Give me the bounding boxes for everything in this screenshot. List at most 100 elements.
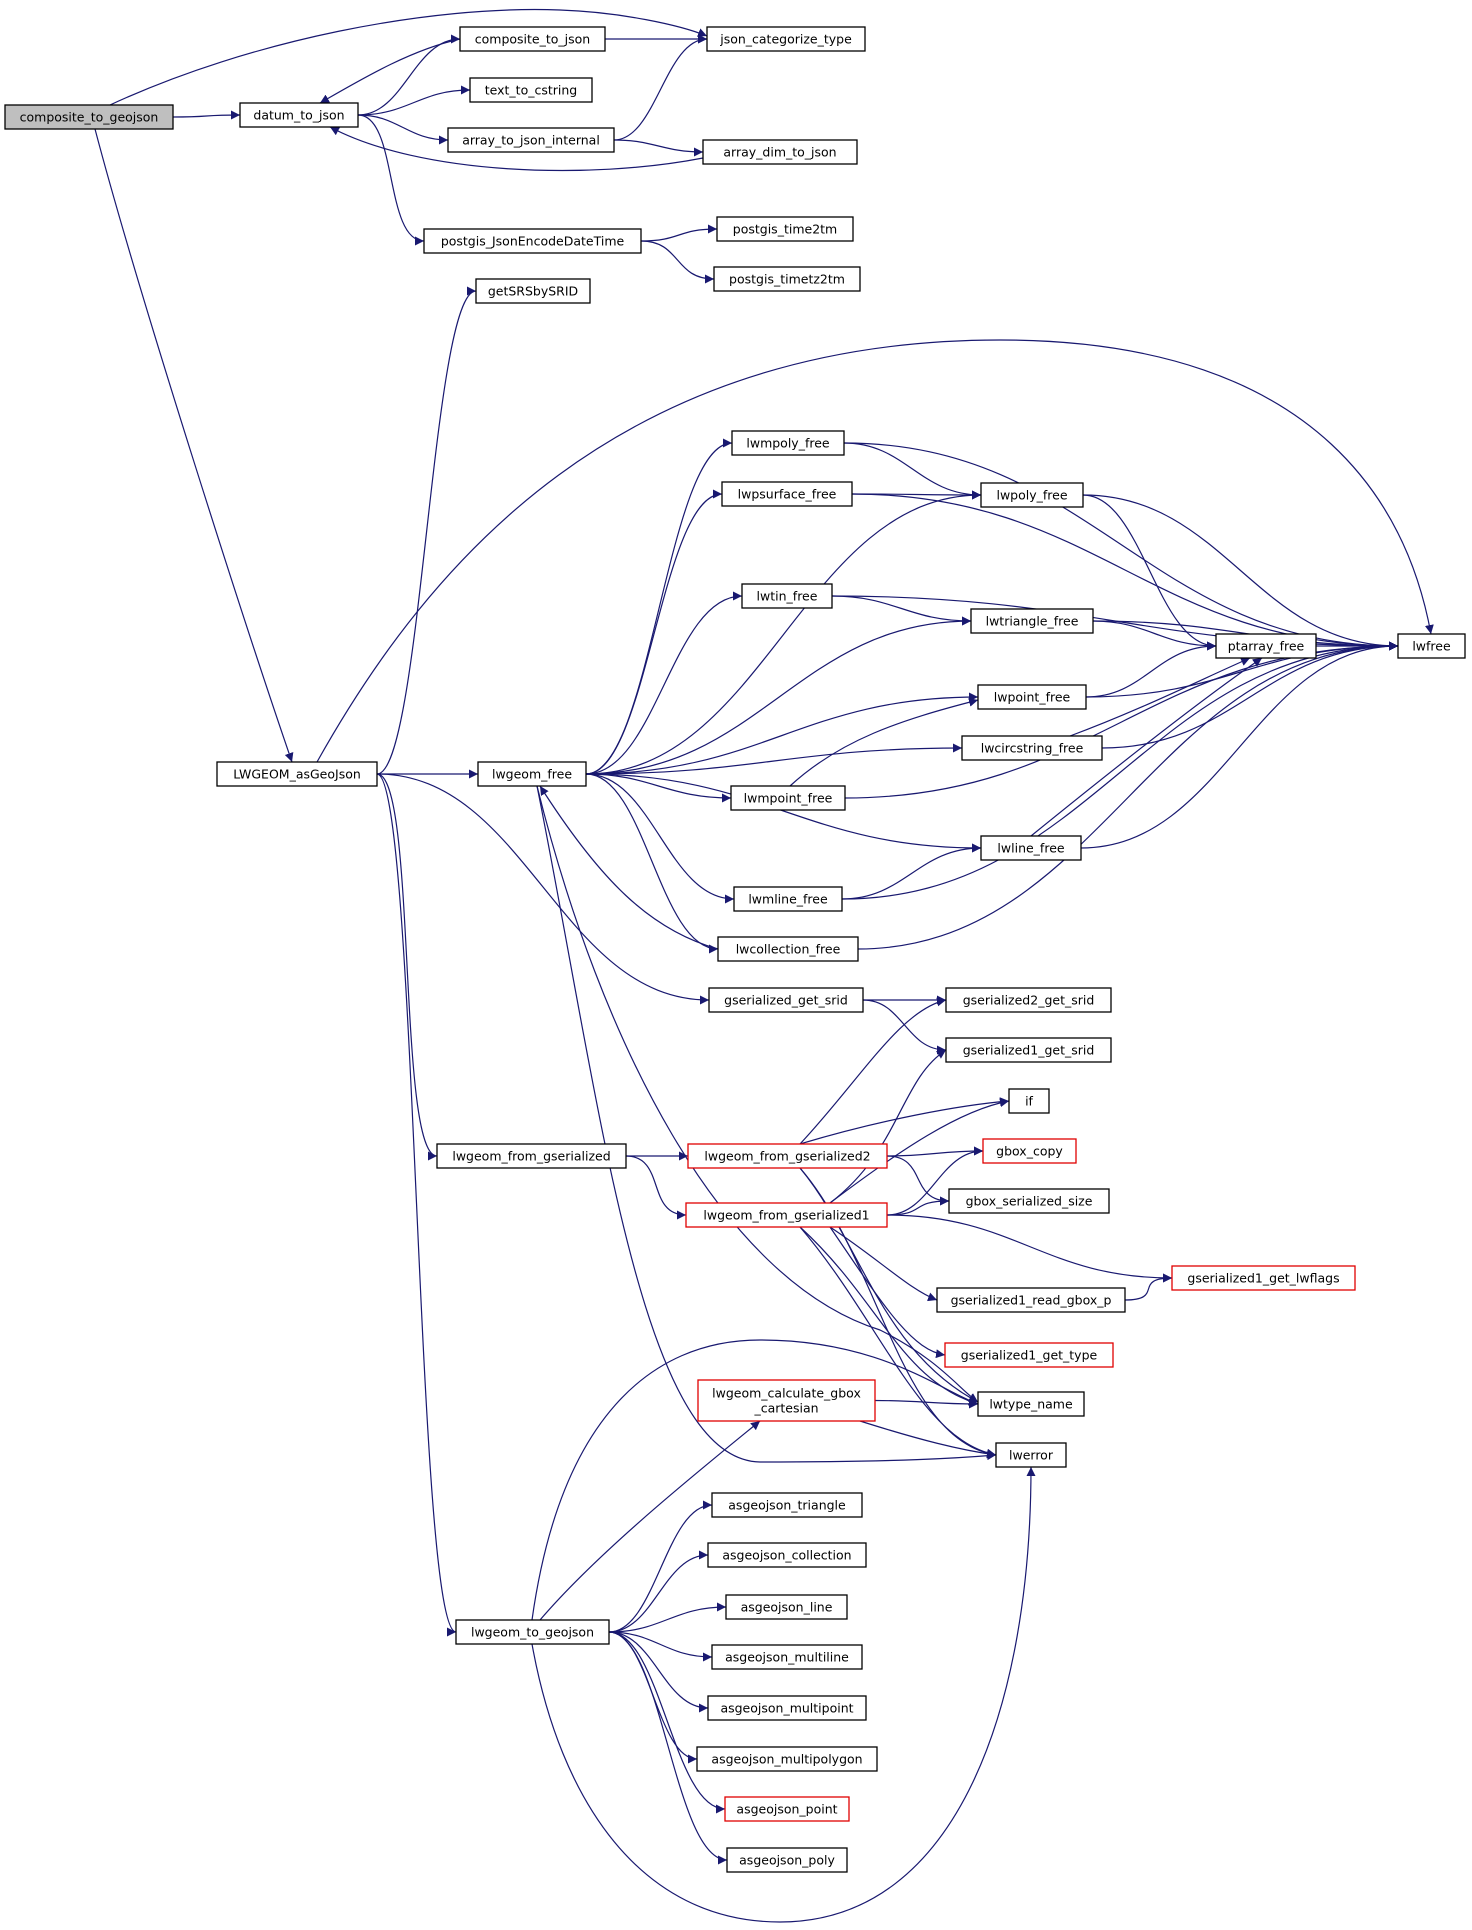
node-box[interactable] bbox=[948, 1188, 1110, 1214]
node-box[interactable] bbox=[455, 1619, 610, 1645]
node-lwtin_free[interactable]: lwtin_free bbox=[741, 583, 833, 609]
node-array_dim_to_json[interactable]: array_dim_to_json bbox=[702, 139, 858, 165]
node-box[interactable] bbox=[711, 1644, 863, 1670]
node-box[interactable] bbox=[982, 1138, 1077, 1164]
node-gserialized1_get_type[interactable]: gserialized1_get_type bbox=[944, 1342, 1114, 1368]
node-box[interactable] bbox=[713, 266, 861, 292]
node-lwline_free[interactable]: lwline_free bbox=[980, 835, 1082, 861]
node-box[interactable] bbox=[725, 1594, 848, 1620]
node-box[interactable] bbox=[459, 26, 606, 52]
node-box[interactable] bbox=[717, 936, 859, 962]
node-gserialized1_read_gbox_p[interactable]: gserialized1_read_gbox_p bbox=[936, 1287, 1126, 1313]
node-box[interactable] bbox=[945, 987, 1112, 1013]
node-box[interactable] bbox=[733, 886, 843, 912]
node-box[interactable] bbox=[702, 139, 858, 165]
node-box[interactable] bbox=[1397, 633, 1466, 659]
node-box[interactable] bbox=[726, 1847, 848, 1873]
node-text_to_cstring[interactable]: text_to_cstring bbox=[469, 77, 593, 103]
node-box[interactable] bbox=[980, 482, 1084, 508]
node-box[interactable] bbox=[477, 761, 587, 787]
node-box[interactable] bbox=[707, 1695, 867, 1721]
node-box[interactable] bbox=[995, 1442, 1067, 1468]
node-if[interactable]: if bbox=[1008, 1088, 1050, 1114]
node-gserialized1_get_lwflags[interactable]: gserialized1_get_lwflags bbox=[1171, 1265, 1356, 1291]
node-box[interactable] bbox=[1215, 633, 1317, 659]
node-lwgeom_to_geojson[interactable]: lwgeom_to_geojson bbox=[455, 1619, 610, 1645]
node-getSRSbySRID[interactable]: getSRSbySRID bbox=[475, 278, 591, 304]
node-postgis_JsonEncodeDateTime[interactable]: postgis_JsonEncodeDateTime bbox=[423, 228, 642, 254]
node-box[interactable] bbox=[216, 761, 378, 787]
node-LWGEOM_asGeoJson[interactable]: LWGEOM_asGeoJson bbox=[216, 761, 378, 787]
node-ptarray_free[interactable]: ptarray_free bbox=[1215, 633, 1317, 659]
node-lwtype_name[interactable]: lwtype_name bbox=[977, 1391, 1085, 1417]
node-box[interactable] bbox=[447, 127, 615, 153]
node-lwpoint_free[interactable]: lwpoint_free bbox=[977, 684, 1087, 710]
node-box[interactable] bbox=[961, 735, 1103, 761]
node-box[interactable] bbox=[980, 835, 1082, 861]
node-box[interactable] bbox=[436, 1143, 627, 1169]
node-gbox_serialized_size[interactable]: gbox_serialized_size bbox=[948, 1188, 1110, 1214]
node-box[interactable] bbox=[944, 1342, 1114, 1368]
node-box[interactable] bbox=[730, 785, 846, 811]
node-asgeojson_triangle[interactable]: asgeojson_triangle bbox=[711, 1492, 863, 1518]
node-box[interactable] bbox=[469, 77, 593, 103]
node-lwgeom_from_gserialized[interactable]: lwgeom_from_gserialized bbox=[436, 1143, 627, 1169]
node-lwgeom_from_gserialized1[interactable]: lwgeom_from_gserialized1 bbox=[685, 1202, 888, 1228]
node-box[interactable] bbox=[4, 104, 174, 130]
node-box[interactable] bbox=[977, 1391, 1085, 1417]
node-box[interactable] bbox=[697, 1379, 876, 1422]
node-lwmline_free[interactable]: lwmline_free bbox=[733, 886, 843, 912]
node-lwcircstring_free[interactable]: lwcircstring_free bbox=[961, 735, 1103, 761]
node-box[interactable] bbox=[977, 684, 1087, 710]
node-box[interactable] bbox=[741, 583, 833, 609]
node-box[interactable] bbox=[707, 1542, 867, 1568]
node-box[interactable] bbox=[706, 26, 866, 52]
node-box[interactable] bbox=[423, 228, 642, 254]
node-box[interactable] bbox=[696, 1746, 878, 1772]
node-box[interactable] bbox=[945, 1037, 1112, 1063]
node-box[interactable] bbox=[711, 1492, 863, 1518]
node-lwgeom_calculate_gbox_cartesian[interactable]: lwgeom_calculate_gbox_cartesian bbox=[697, 1379, 876, 1422]
node-lwcollection_free[interactable]: lwcollection_free bbox=[717, 936, 859, 962]
node-box[interactable] bbox=[970, 608, 1094, 634]
node-composite_to_geojson[interactable]: composite_to_geojson bbox=[4, 104, 174, 130]
node-asgeojson_point[interactable]: asgeojson_point bbox=[724, 1796, 850, 1822]
node-box[interactable] bbox=[716, 216, 854, 242]
node-asgeojson_multiline[interactable]: asgeojson_multiline bbox=[711, 1644, 863, 1670]
node-asgeojson_multipoint[interactable]: asgeojson_multipoint bbox=[707, 1695, 867, 1721]
node-lwgeom_from_gserialized2[interactable]: lwgeom_from_gserialized2 bbox=[687, 1143, 888, 1169]
node-box[interactable] bbox=[1008, 1088, 1050, 1114]
node-postgis_timetz2tm[interactable]: postgis_timetz2tm bbox=[713, 266, 861, 292]
node-asgeojson_poly[interactable]: asgeojson_poly bbox=[726, 1847, 848, 1873]
node-postgis_time2tm[interactable]: postgis_time2tm bbox=[716, 216, 854, 242]
node-lwmpoint_free[interactable]: lwmpoint_free bbox=[730, 785, 846, 811]
node-gserialized_get_srid[interactable]: gserialized_get_srid bbox=[708, 987, 864, 1013]
node-asgeojson_multipolygon[interactable]: asgeojson_multipolygon bbox=[696, 1746, 878, 1772]
node-json_categorize_type[interactable]: json_categorize_type bbox=[706, 26, 866, 52]
node-box[interactable] bbox=[724, 1796, 850, 1822]
node-gserialized2_get_srid[interactable]: gserialized2_get_srid bbox=[945, 987, 1112, 1013]
node-box[interactable] bbox=[239, 102, 359, 128]
node-box[interactable] bbox=[1171, 1265, 1356, 1291]
node-asgeojson_line[interactable]: asgeojson_line bbox=[725, 1594, 848, 1620]
node-lwerror[interactable]: lwerror bbox=[995, 1442, 1067, 1468]
node-box[interactable] bbox=[936, 1287, 1126, 1313]
node-box[interactable] bbox=[731, 430, 845, 456]
node-box[interactable] bbox=[708, 987, 864, 1013]
node-composite_to_json[interactable]: composite_to_json bbox=[459, 26, 606, 52]
node-datum_to_json[interactable]: datum_to_json bbox=[239, 102, 359, 128]
node-gbox_copy[interactable]: gbox_copy bbox=[982, 1138, 1077, 1164]
node-lwfree[interactable]: lwfree bbox=[1397, 633, 1466, 659]
node-lwpoly_free[interactable]: lwpoly_free bbox=[980, 482, 1084, 508]
node-box[interactable] bbox=[721, 481, 853, 507]
node-gserialized1_get_srid[interactable]: gserialized1_get_srid bbox=[945, 1037, 1112, 1063]
node-box[interactable] bbox=[475, 278, 591, 304]
node-box[interactable] bbox=[687, 1143, 888, 1169]
node-lwgeom_free[interactable]: lwgeom_free bbox=[477, 761, 587, 787]
node-lwtriangle_free[interactable]: lwtriangle_free bbox=[970, 608, 1094, 634]
node-asgeojson_collection[interactable]: asgeojson_collection bbox=[707, 1542, 867, 1568]
node-box[interactable] bbox=[685, 1202, 888, 1228]
node-array_to_json_internal[interactable]: array_to_json_internal bbox=[447, 127, 615, 153]
node-lwpsurface_free[interactable]: lwpsurface_free bbox=[721, 481, 853, 507]
node-lwmpoly_free[interactable]: lwmpoly_free bbox=[731, 430, 845, 456]
